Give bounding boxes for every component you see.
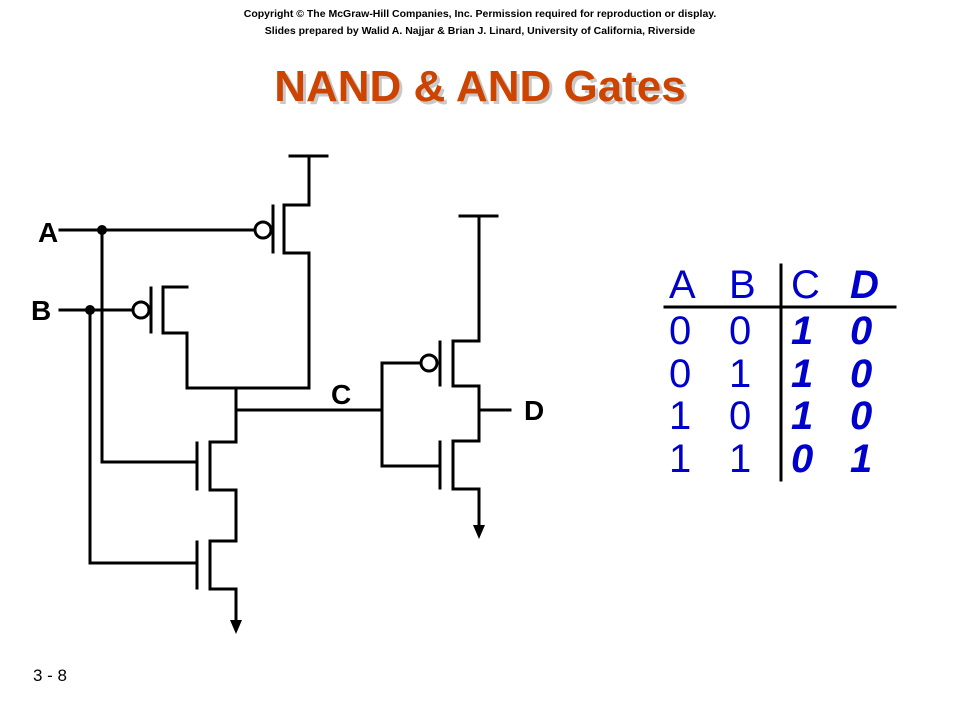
tt-r2-d: 0 bbox=[850, 394, 872, 438]
slide-number: 3 - 8 bbox=[33, 666, 68, 685]
ground-arrow-2 bbox=[473, 525, 485, 539]
junction-b bbox=[85, 305, 95, 315]
tt-header-a: A bbox=[669, 263, 696, 307]
tt-r3-b: 1 bbox=[729, 437, 751, 481]
ground-arrow-1 bbox=[230, 620, 242, 634]
tt-r0-b: 0 bbox=[729, 309, 751, 353]
label-c: C bbox=[331, 379, 351, 410]
tt-r2-b: 0 bbox=[729, 394, 751, 438]
tt-r1-b: 1 bbox=[729, 352, 751, 396]
tt-header-c: C bbox=[791, 263, 820, 307]
pmos-b-bubble bbox=[131, 300, 151, 320]
tt-r1-d: 0 bbox=[850, 352, 872, 396]
tt-r2-a: 1 bbox=[669, 394, 691, 438]
label-b: B bbox=[31, 295, 51, 326]
tt-header-d: D bbox=[850, 263, 879, 307]
copyright-notice: Copyright © The McGraw-Hill Companies, I… bbox=[243, 8, 717, 20]
tt-r3-d: 1 bbox=[850, 437, 872, 481]
tt-r1-a: 0 bbox=[669, 352, 691, 396]
tt-r0-d: 0 bbox=[850, 309, 872, 353]
tt-r2-c: 1 bbox=[791, 394, 813, 438]
tt-r1-c: 1 bbox=[791, 352, 813, 396]
tt-header-b: B bbox=[729, 263, 756, 307]
label-d: D bbox=[524, 395, 544, 426]
tt-r3-a: 1 bbox=[669, 437, 691, 481]
tt-r0-c: 1 bbox=[791, 309, 813, 353]
truth-table: A B C D 0 0 1 0 0 1 1 0 1 0 1 0 1 1 0 1 bbox=[669, 263, 879, 481]
pmos-a-bubble bbox=[253, 220, 273, 240]
page-title: NAND & AND Gates bbox=[274, 62, 686, 111]
inv-pmos-bubble bbox=[419, 353, 439, 373]
tt-r3-c: 0 bbox=[791, 437, 813, 481]
slide-credit: Slides prepared by Walid A. Najjar & Bri… bbox=[264, 25, 696, 37]
label-a: A bbox=[38, 217, 58, 248]
junction-a bbox=[97, 225, 107, 235]
tt-r0-a: 0 bbox=[669, 309, 691, 353]
